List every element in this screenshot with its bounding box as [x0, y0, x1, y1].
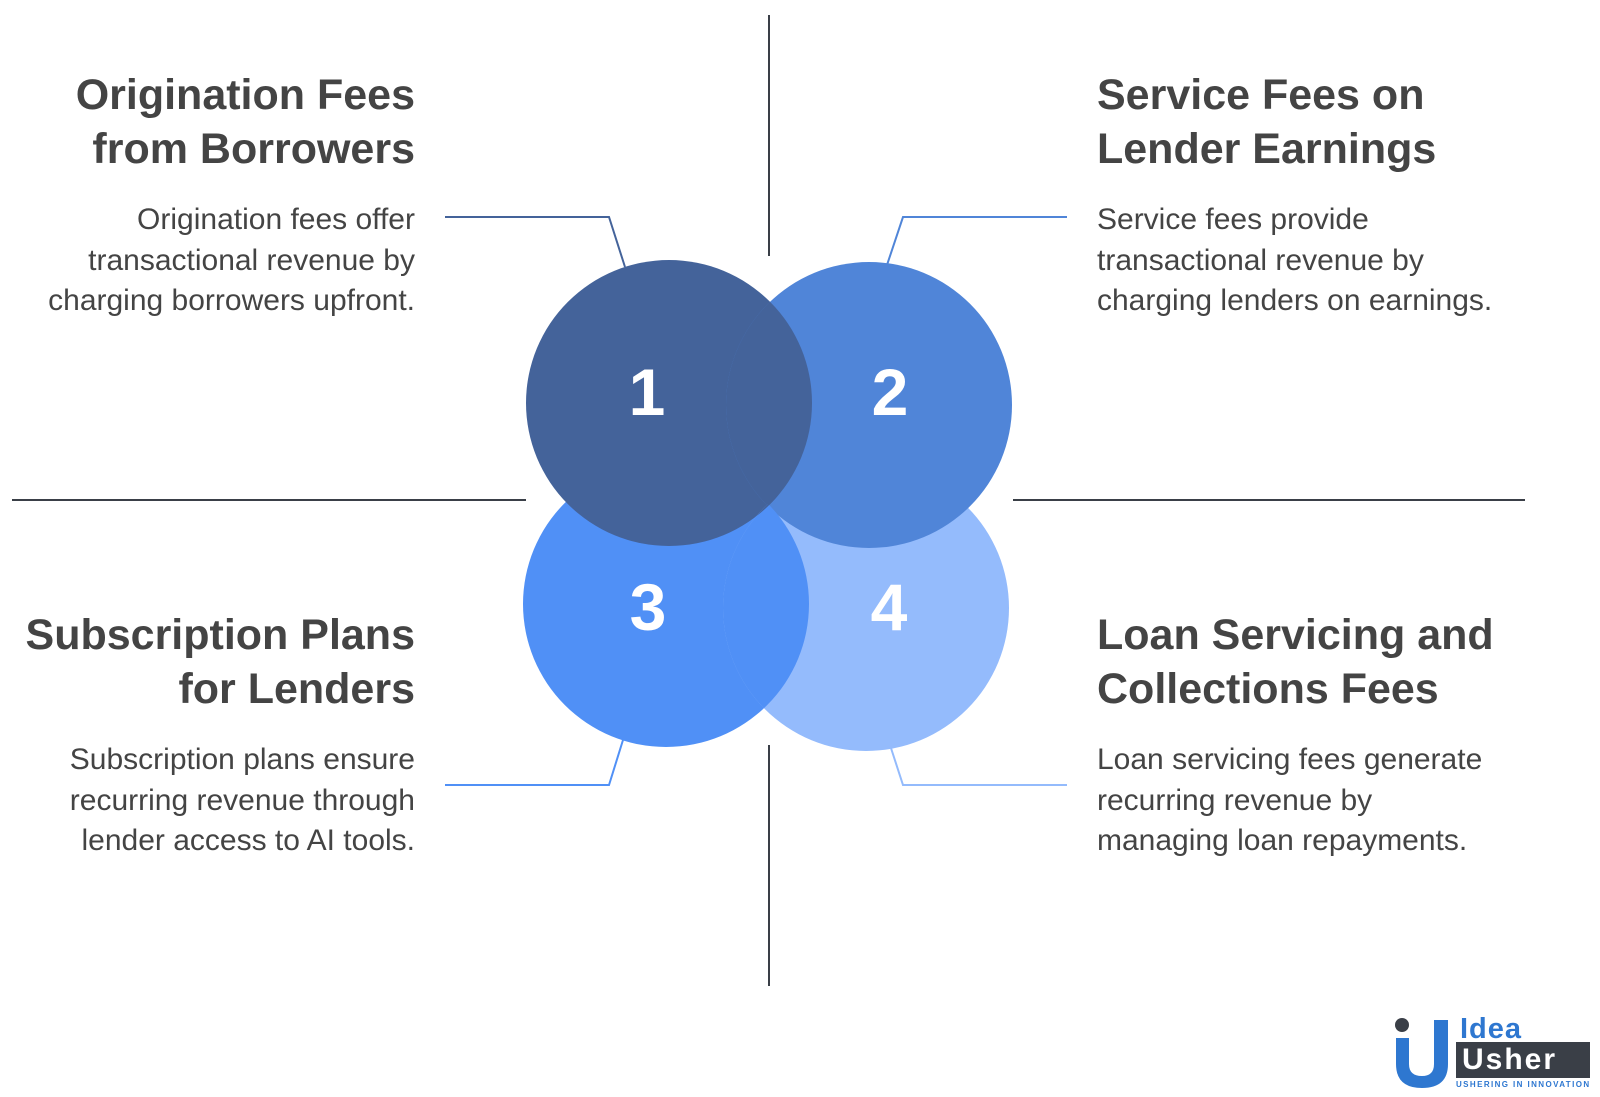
- circle-number-3: 3: [630, 570, 667, 644]
- circle-1: [526, 260, 812, 546]
- quadrant-4-description: Loan servicing fees generate recurring r…: [1097, 743, 1483, 857]
- quadrant-1-description: Origination fees offer transactional rev…: [48, 203, 415, 317]
- idea-usher-logo: Idea Usher USHERING IN INNOVATION: [1388, 1014, 1593, 1094]
- circle-number-4: 4: [871, 570, 908, 644]
- quadrant-3-description: Subscription plans ensure recurring reve…: [69, 743, 415, 857]
- quadrant-2: Service Fees on Lender Earnings Service …: [1097, 68, 1507, 322]
- logo-tagline: USHERING IN INNOVATION: [1456, 1080, 1591, 1089]
- quadrant-1-title: Origination Fees from Borrowers: [75, 71, 415, 173]
- circle-3: [523, 461, 809, 747]
- connector-2: [886, 216, 1067, 266]
- u-logo-icon: [1395, 1018, 1448, 1088]
- circle-4: [723, 465, 1009, 751]
- quadrant-2-description: Service fees provide transactional reven…: [1097, 203, 1493, 317]
- quadrant-3-title: Subscription Plans for Lenders: [25, 611, 415, 713]
- quadrant-1: Origination Fees from Borrowers Originat…: [20, 68, 415, 322]
- circle-number-1: 1: [629, 355, 666, 429]
- connector-4: [889, 744, 1067, 786]
- quadrant-4-title: Loan Servicing and Collections Fees: [1097, 611, 1494, 713]
- quadrant-2-title: Service Fees on Lender Earnings: [1097, 71, 1437, 173]
- quadrant-3: Subscription Plans for Lenders Subscript…: [20, 608, 415, 862]
- circle-number-2: 2: [872, 355, 909, 429]
- logo-text-usher: Usher: [1456, 1042, 1590, 1078]
- circle-2: [726, 262, 1012, 548]
- connector-1: [445, 216, 626, 268]
- quadrant-4: Loan Servicing and Collections Fees Loan…: [1097, 608, 1507, 862]
- connector-3: [445, 739, 624, 786]
- logo-text-idea: Idea: [1460, 1013, 1523, 1045]
